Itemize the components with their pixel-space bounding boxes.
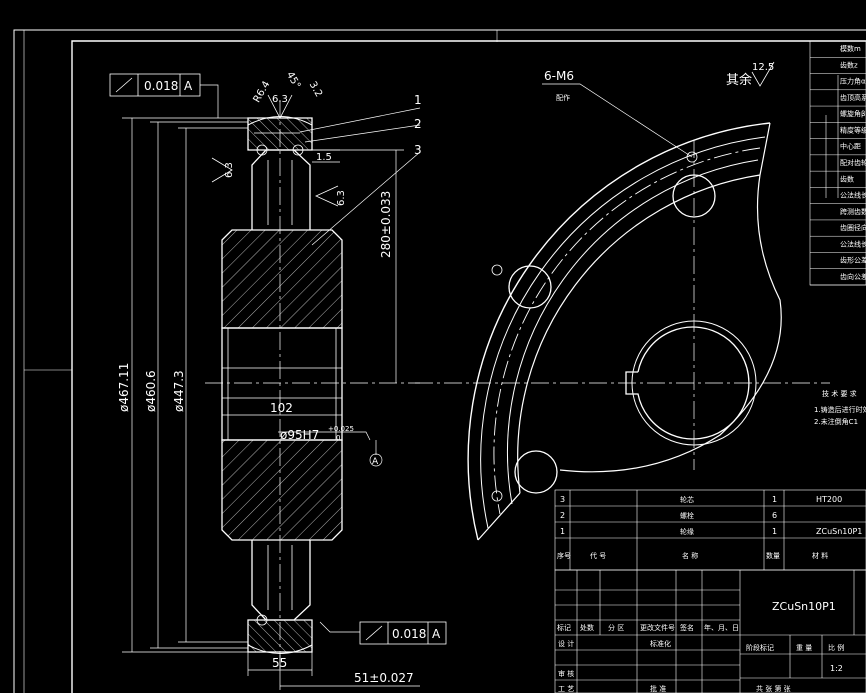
tb-count: 处数 xyxy=(580,623,594,632)
dim-bore-tol: +0.025 xyxy=(328,425,354,433)
dimension-lines xyxy=(122,84,421,690)
bom-row-no: 1 xyxy=(560,527,565,536)
side-table-label: 模数m xyxy=(840,44,861,53)
datum-a-marker: A xyxy=(372,457,379,467)
section-view xyxy=(205,100,420,670)
bom-row-qty: 1 xyxy=(772,527,777,536)
gear-parameter-rows: 模数m 齿数z 压力角α 齿顶高系数螺旋角β 精度等级中心距配对齿轮齿数公法线长度跨测齿… xyxy=(810,44,866,286)
tb-weight: 重 量 xyxy=(796,644,812,652)
side-table-label: 齿数 xyxy=(840,174,854,183)
side-table-label: 齿形公差 xyxy=(840,256,866,265)
tol-bottom-datum: A xyxy=(432,627,441,641)
bom-header: 序号 代 号 名 称 数量 材 料 xyxy=(557,551,828,560)
tb-review: 审 核 xyxy=(558,669,574,678)
rough-c-label: 6.3 xyxy=(224,162,235,178)
bom-header-name: 名 称 xyxy=(682,551,698,560)
tb-date: 年、月、日 xyxy=(704,623,739,632)
rough-r-label: R6.4 xyxy=(252,79,273,104)
dim-280: 280±0.033 xyxy=(379,191,393,258)
bom-header-qty: 数量 xyxy=(766,551,780,560)
rest-label: 其余 xyxy=(726,72,752,88)
bom-row-no: 2 xyxy=(560,511,565,520)
geometric-tolerance-top xyxy=(109,73,201,97)
bom-row-qty: 1 xyxy=(772,495,777,504)
side-table-label: 中心距 xyxy=(840,142,861,151)
holes-note: 配作 xyxy=(556,93,570,102)
tb-stage: 阶段标记 xyxy=(746,643,774,652)
dim-bore: ø95H7 xyxy=(280,428,319,442)
dim-51: 51±0.027 xyxy=(354,671,414,685)
leader-2-label: 2 xyxy=(414,117,422,131)
title-block xyxy=(554,569,866,693)
tech-item-2: 2.未注倒角C1 xyxy=(814,417,858,426)
side-table-label: 齿圈径向跳动公差 xyxy=(840,223,866,232)
side-table-label: 公法线长度变动公差 xyxy=(840,239,866,248)
holes-label: 6-M6 xyxy=(544,69,574,83)
dim-1-5: 1.5 xyxy=(316,152,332,163)
dim-bore-tol2: 0 xyxy=(336,434,340,442)
tb-mark: 标记 xyxy=(557,623,571,632)
tb-std: 标准化 xyxy=(650,639,671,648)
bom-row-qty: 6 xyxy=(772,511,777,520)
tb-scale: 比 例 xyxy=(828,643,844,652)
leader-3-label: 3 xyxy=(414,143,422,157)
tb-doc: 更改文件号 xyxy=(640,623,675,632)
rough-a-label: 6.3 xyxy=(272,94,288,105)
dimension-text: 0.018 A 0.018 A R6.4 45° 6.3 3.2 6.3 6.3… xyxy=(117,70,441,685)
chamfer-label: 45° xyxy=(284,70,302,91)
tb-scale-value: 1:2 xyxy=(830,664,843,673)
bom-row-name: 轮芯 xyxy=(680,495,694,504)
dim-102: 102 xyxy=(270,401,293,415)
bom-row-material: HT200 xyxy=(816,495,842,504)
bom-row-name: 螺栓 xyxy=(680,511,694,520)
leader-1-label: 1 xyxy=(414,93,422,107)
tol-bottom-value: 0.018 xyxy=(392,627,426,641)
end-view-text: 6-M6 配作 其余 12.5 xyxy=(544,62,774,102)
end-view xyxy=(415,83,830,541)
tb-sign: 签名 xyxy=(680,623,694,632)
side-table-label: 齿向公差 xyxy=(840,272,866,281)
side-table-label: 精度等级 xyxy=(840,125,866,134)
bom-header-code: 代 号 xyxy=(590,551,606,560)
part-material: ZCuSn10P1 xyxy=(772,600,836,613)
rough-d-label: 6.3 xyxy=(336,190,347,206)
bom-header-material: 材 料 xyxy=(812,551,828,560)
rough-b-label: 3.2 xyxy=(307,80,324,99)
dim-d467: ø467.11 xyxy=(117,363,131,412)
side-table-label: 跨测齿数 xyxy=(840,207,866,216)
drawing-frames xyxy=(13,29,866,693)
bom-row-name: 轮缘 xyxy=(680,527,694,536)
side-table-label: 公法线长度 xyxy=(840,191,866,200)
dim-55: 55 xyxy=(272,656,287,670)
bom-row-no: 3 xyxy=(560,495,565,504)
side-table-label: 压力角α xyxy=(840,77,866,86)
bom-header-no: 序号 xyxy=(557,551,571,560)
roughness-symbols xyxy=(211,61,775,207)
side-table-label: 配对齿轮 xyxy=(840,158,866,167)
side-table-label: 齿顶高系数 xyxy=(840,93,866,102)
tb-process: 工 艺 xyxy=(558,685,574,693)
tb-approve: 批 准 xyxy=(650,684,666,693)
tech-item-1: 1.铸造后进行时效处理 xyxy=(814,405,866,414)
tol-top-datum: A xyxy=(184,79,193,93)
geometric-tolerance-bottom xyxy=(359,621,447,645)
dim-d460: ø460.6 xyxy=(144,370,158,412)
rest-value: 12.5 xyxy=(752,62,774,73)
tol-top-value: 0.018 xyxy=(144,79,178,93)
side-table-label: 齿数z xyxy=(840,60,858,69)
tb-zone: 分 区 xyxy=(608,623,624,632)
tb-design: 设 计 xyxy=(558,639,574,648)
tech-title: 技 术 要 求 xyxy=(822,389,857,398)
bom-row-material: ZCuSn10P1 xyxy=(816,527,862,536)
side-table-label: 螺旋角β xyxy=(840,109,865,118)
dim-d447: ø447.3 xyxy=(172,370,186,412)
tb-sheets: 共 张 第 张 xyxy=(756,684,791,693)
tech-requirements: 技 术 要 求 1.铸造后进行时效处理 2.未注倒角C1 xyxy=(814,389,866,426)
title-block-text: ZCuSn10P1 标记 处数 分 区 更改文件号 签名 年、月、日 设 计 标… xyxy=(557,600,844,693)
